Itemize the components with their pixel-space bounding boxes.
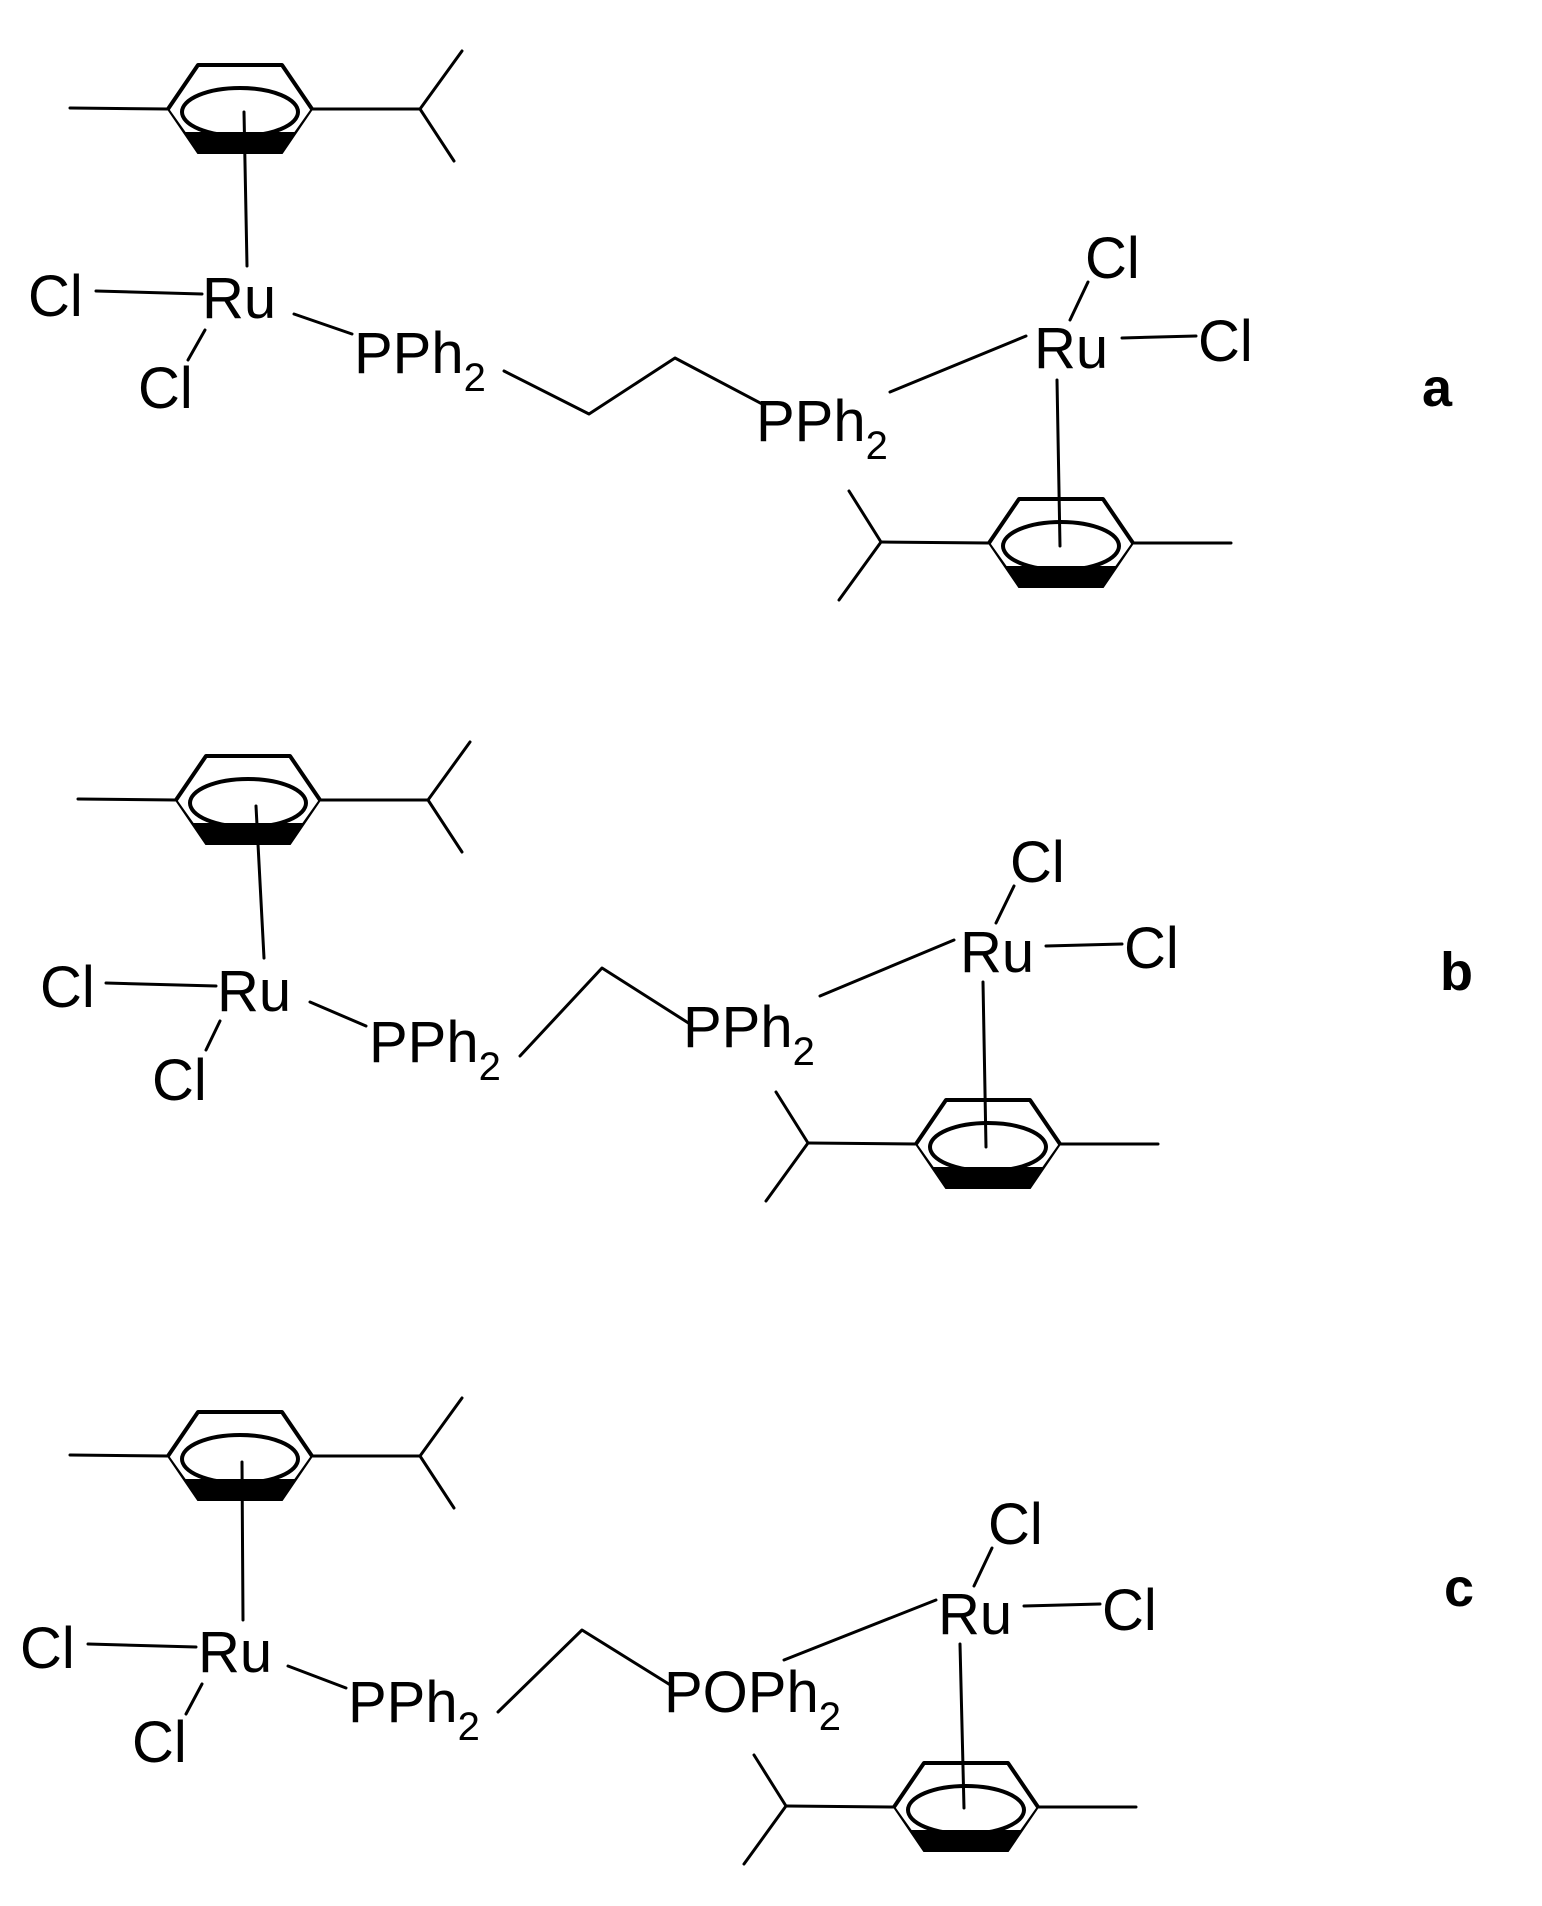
ru-cl-bond bbox=[1068, 280, 1090, 322]
ru-cl-bond bbox=[994, 884, 1016, 925]
structure-label: b bbox=[1440, 942, 1473, 1002]
ru-cl-bond bbox=[1022, 1602, 1102, 1608]
phosphine-pph2: PPh2 bbox=[369, 1010, 501, 1089]
ru-cl-bond bbox=[1044, 942, 1124, 948]
ru-cl-bond bbox=[104, 981, 218, 988]
cl-atom: Cl bbox=[20, 1616, 75, 1681]
structure-a: Ru Cl Cl PPh2 PPh2 Ru Cl Cl a bbox=[28, 49, 1453, 602]
ru-cl-bond bbox=[186, 328, 207, 362]
alkyl-chain bbox=[502, 356, 766, 416]
cymene-ring-left bbox=[68, 1396, 464, 1510]
structure-label: c bbox=[1444, 1558, 1474, 1618]
cl-atom: Cl bbox=[1102, 1578, 1157, 1643]
cl-atom: Cl bbox=[40, 955, 95, 1020]
ru-arene-bond bbox=[1055, 378, 1062, 548]
ru-atom: Ru bbox=[960, 920, 1034, 985]
cymene-ring-right bbox=[764, 1090, 1160, 1203]
cl-atom: Cl bbox=[152, 1048, 207, 1113]
ru-p-bond bbox=[308, 1000, 368, 1028]
ru-arene-bond bbox=[254, 804, 266, 960]
cl-atom: Cl bbox=[132, 1710, 187, 1775]
ru-atom: Ru bbox=[202, 266, 276, 331]
ru-atom: Ru bbox=[217, 959, 291, 1024]
ru-arene-bond bbox=[240, 1460, 245, 1622]
ru-p-bond bbox=[292, 312, 354, 336]
cl-atom: Cl bbox=[1085, 226, 1140, 291]
ethylene-bridge bbox=[518, 966, 692, 1058]
ru-arene-bond bbox=[958, 1642, 966, 1810]
cl-atom: Cl bbox=[28, 264, 83, 329]
ru-cl-bond bbox=[972, 1546, 994, 1588]
ru-cl-bond bbox=[86, 1642, 198, 1649]
phosphine-pph2: PPh2 bbox=[354, 321, 486, 400]
phosphine-pph2: PPh2 bbox=[348, 1670, 480, 1749]
cl-atom: Cl bbox=[1124, 916, 1179, 981]
phosphine-oxide-poph2: POPh2 bbox=[664, 1660, 841, 1739]
ru-arene-bond bbox=[981, 980, 988, 1149]
ru-cl-bond bbox=[204, 1019, 222, 1052]
cl-atom: Cl bbox=[988, 1492, 1043, 1557]
structure-b: Ru Cl Cl PPh2 PPh2 Ru Cl Cl b bbox=[40, 740, 1473, 1203]
ru-arene-bond bbox=[242, 110, 249, 268]
cymene-ring-right bbox=[742, 1753, 1138, 1866]
ru-p-bond bbox=[286, 1664, 348, 1690]
structure-label: a bbox=[1422, 358, 1453, 418]
phosphine-pph2: PPh2 bbox=[756, 389, 888, 468]
cymene-ring-left bbox=[76, 740, 472, 854]
ru-cl-bond bbox=[184, 1682, 204, 1716]
cymene-ring-right bbox=[837, 489, 1233, 602]
cl-atom: Cl bbox=[1198, 309, 1253, 374]
ru-atom: Ru bbox=[938, 1582, 1012, 1647]
structure-c: Ru Cl Cl PPh2 POPh2 Ru Cl Cl c bbox=[20, 1396, 1474, 1866]
p-ru-bond bbox=[888, 334, 1028, 394]
ru-atom: Ru bbox=[1034, 316, 1108, 381]
cymene-ring-left bbox=[68, 49, 464, 163]
p-ru-bond bbox=[818, 938, 956, 998]
p-ru-bond bbox=[782, 1598, 938, 1662]
phosphine-pph2: PPh2 bbox=[683, 995, 815, 1074]
ru-atom: Ru bbox=[198, 1620, 272, 1685]
cl-atom: Cl bbox=[138, 356, 193, 421]
ru-cl-bond bbox=[1120, 334, 1198, 340]
ru-cl-bond bbox=[94, 289, 204, 296]
cl-atom: Cl bbox=[1010, 830, 1065, 895]
ethylene-bridge bbox=[496, 1628, 674, 1714]
